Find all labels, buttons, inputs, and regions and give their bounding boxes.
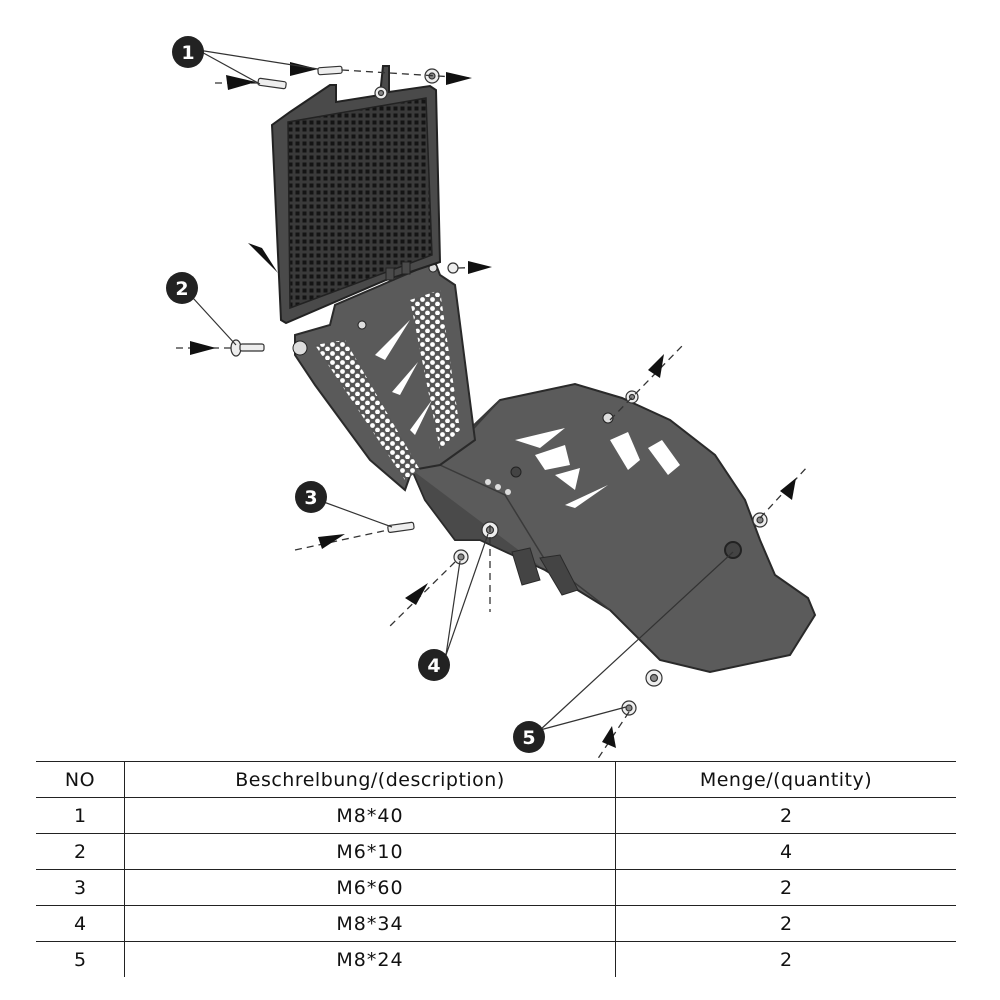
assembly-guide-lines [176, 69, 809, 760]
table-header-row: NO Beschrelbung/(description) Menge/(qua… [36, 761, 956, 798]
table-row: 5 M8*24 2 [36, 941, 956, 977]
header-quantity: Menge/(quantity) [615, 761, 956, 798]
row-description: M8*34 [124, 905, 616, 942]
callout-3-label: 3 [304, 487, 317, 509]
row-description: M8*24 [124, 941, 616, 977]
row-no: 2 [36, 833, 125, 870]
table-row: 4 M8*34 2 [36, 905, 956, 942]
row-no: 3 [36, 869, 125, 906]
callout-2: 2 [166, 272, 198, 304]
table-row: 2 M6*10 4 [36, 833, 956, 870]
row-quantity: 2 [615, 797, 956, 834]
assembly-arrows [190, 62, 796, 748]
row-no: 4 [36, 905, 125, 942]
header-description: Beschrelbung/(description) [124, 761, 616, 798]
row-description: M6*10 [124, 833, 616, 870]
radiator-guard [270, 65, 442, 325]
skid-plate [410, 382, 817, 674]
header-no: NO [36, 761, 125, 798]
table-row: 3 M6*60 2 [36, 869, 956, 906]
row-description: M8*40 [124, 797, 616, 834]
exploded-assembly-diagram: 1 2 3 4 5 [166, 36, 817, 760]
callout-4-label: 4 [427, 655, 440, 677]
callout-5: 5 [513, 721, 545, 753]
row-quantity: 2 [615, 941, 956, 977]
callout-2-label: 2 [175, 278, 188, 300]
callout-1-label: 1 [181, 42, 194, 64]
parts-table: NO Beschrelbung/(description) Menge/(qua… [36, 761, 956, 977]
table-row: 1 M8*40 2 [36, 797, 956, 834]
row-description: M6*60 [124, 869, 616, 906]
callout-4: 4 [418, 649, 450, 681]
callout-leader-lines [192, 49, 734, 731]
row-no: 5 [36, 941, 125, 977]
row-quantity: 4 [615, 833, 956, 870]
row-quantity: 2 [615, 905, 956, 942]
callout-1: 1 [172, 36, 204, 68]
callout-5-label: 5 [522, 727, 535, 749]
callout-3: 3 [295, 481, 327, 513]
row-quantity: 2 [615, 869, 956, 906]
front-mesh-panel [292, 260, 477, 492]
row-no: 1 [36, 797, 125, 834]
